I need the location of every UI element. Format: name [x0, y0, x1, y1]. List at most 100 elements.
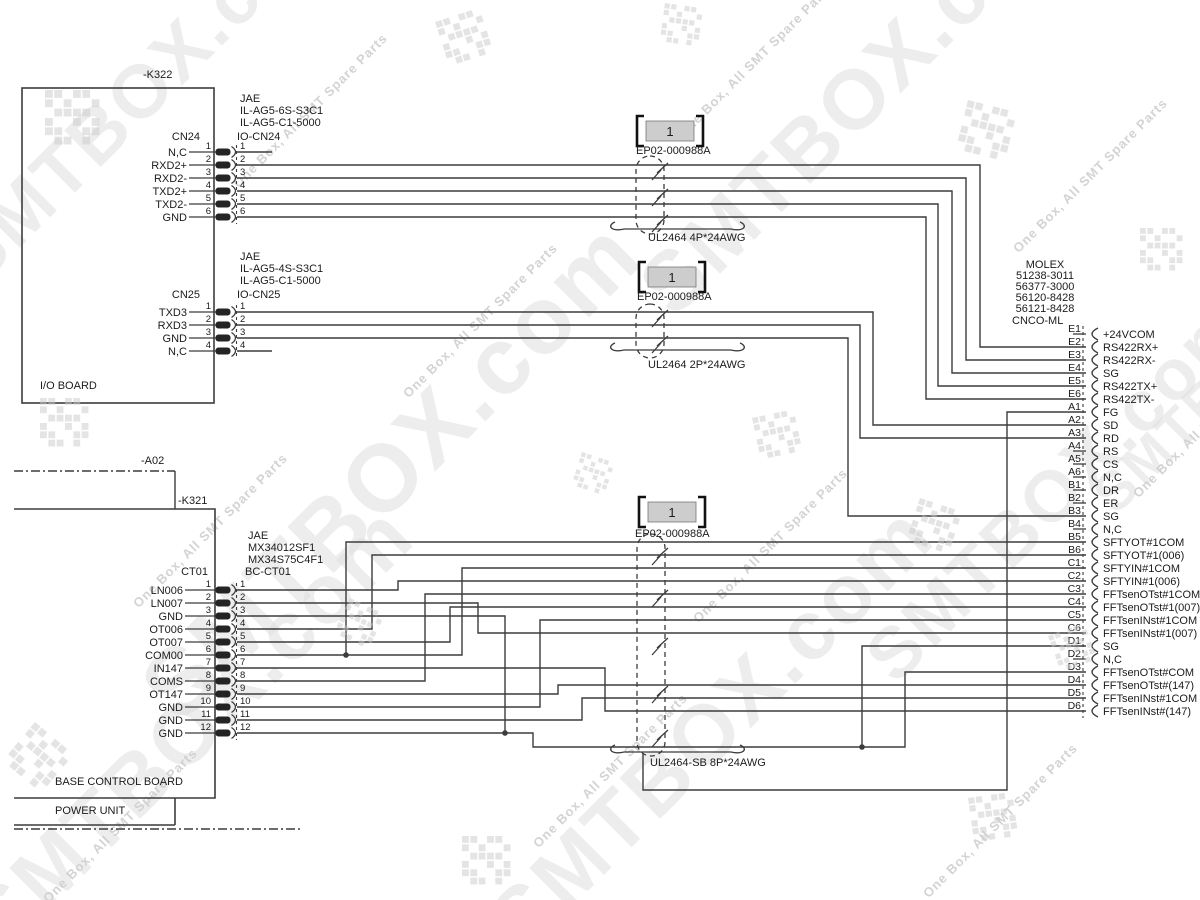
pin-signal-label: N,C	[168, 346, 187, 358]
pin-number-left: 3	[206, 605, 211, 616]
pin-socket-icon	[1091, 561, 1099, 575]
pin-contact-icon	[215, 200, 231, 208]
pin-signal-label: SG	[1103, 511, 1119, 523]
shield-hook-right	[730, 342, 745, 352]
pin-number-left: 5	[206, 193, 211, 204]
pin-id-label: C4	[1068, 596, 1082, 608]
pin-id-label: A6	[1068, 466, 1081, 478]
cable-id-tag	[637, 260, 707, 294]
cable3-spec-label: UL2464-SB 8P*24AWG	[650, 757, 766, 769]
cable-id-tag	[635, 114, 705, 148]
qr-watermark-icon	[462, 836, 511, 885]
pin-signal-label: GND	[159, 611, 184, 623]
watermark-qr-layer	[8, 3, 1183, 885]
ct01-mating-name: BC-CT01	[245, 566, 291, 578]
pin-number-left: 1	[206, 579, 211, 590]
wire	[237, 190, 1086, 374]
qr-watermark-icon	[660, 3, 703, 46]
qr-watermark-icon	[40, 398, 89, 447]
pin-socket-icon	[1091, 522, 1099, 536]
pin-contact-icon	[215, 638, 231, 646]
wire	[861, 645, 1086, 747]
qr-watermark-icon	[435, 10, 492, 64]
pin-signal-label: FFTsenINst#1COM	[1103, 615, 1197, 627]
pin-number-left: 3	[206, 167, 211, 178]
pin-socket-icon	[231, 648, 237, 662]
qr-watermark-icon	[968, 792, 1018, 841]
pin-signal-label: N,C	[1103, 524, 1122, 536]
pin-number-left: 11	[201, 709, 211, 720]
pin-number-right: 6	[240, 644, 245, 655]
pin-signal-label: FFTsenINst#(147)	[1103, 706, 1191, 718]
bracket-left-icon	[637, 495, 646, 529]
molex-pn3: 56120-8428	[1015, 292, 1075, 304]
ct01-maker-pn2: MX34S75C4F1	[248, 554, 324, 566]
pin-contact-icon	[215, 625, 231, 633]
cable3-part-label: EP02-000988A	[635, 528, 710, 540]
bracket-right-icon	[698, 260, 707, 294]
wire	[237, 337, 1086, 517]
cable-shield-oval	[635, 303, 665, 359]
pin-signal-label: SFTYOT#1(006)	[1103, 550, 1184, 562]
pin-number-right: 5	[240, 631, 245, 642]
pin-socket-icon	[1091, 431, 1099, 445]
board-ref-k321: -K321	[178, 495, 208, 507]
junction-dot	[343, 652, 349, 658]
pin-socket-icon	[231, 331, 237, 345]
pin-socket-icon	[231, 674, 237, 688]
cn24-maker-pn1: IL-AG5-6S-S3C1	[240, 105, 324, 117]
pin-signal-label: RXD2+	[151, 160, 187, 172]
pin-number-right: 1	[240, 301, 245, 312]
pin-number-right: 6	[240, 206, 245, 217]
cable2-part-label: EP02-000988A	[637, 291, 712, 303]
pin-signal-label: FFTsenINst#1(007)	[1103, 628, 1197, 640]
pin-number-left: 12	[200, 722, 211, 733]
wires	[237, 151, 1086, 791]
pin-contact-icon	[215, 729, 231, 737]
pin-number-left: 2	[206, 314, 211, 325]
pin-socket-icon	[1091, 353, 1099, 367]
pin-contact-icon	[215, 677, 231, 685]
pin-socket-icon	[1091, 704, 1099, 718]
pin-number-left: 4	[206, 180, 211, 191]
cable-shield-oval	[636, 533, 666, 757]
wire	[237, 667, 1086, 712]
wire	[237, 311, 1086, 426]
pin-signal-label: OT007	[149, 637, 183, 649]
pin-signal-label: RS422RX+	[1103, 342, 1158, 354]
pin-signal-label: ER	[1103, 498, 1118, 510]
cn24-maker: JAE	[240, 93, 261, 105]
pin-signal-label: SFTYIN#1COM	[1103, 563, 1180, 575]
power-unit-label: POWER UNIT	[55, 805, 126, 817]
pin-socket-icon	[1091, 613, 1099, 627]
pin-socket-icon	[231, 687, 237, 701]
pin-contact-icon	[215, 213, 231, 221]
pin-number-left: 5	[206, 631, 211, 642]
wire	[237, 606, 1086, 643]
pin-signal-label: SD	[1103, 420, 1118, 432]
pin-id-label: A4	[1068, 440, 1081, 452]
pin-socket-icon	[1091, 678, 1099, 692]
pin-signal-label: TXD2+	[152, 186, 187, 198]
pin-contact-icon	[215, 321, 231, 329]
shield-hook-right	[730, 221, 745, 231]
pin-signal-label: SFTYOT#1COM	[1103, 537, 1184, 549]
wire	[346, 567, 1086, 656]
wire	[237, 324, 1086, 439]
pin-contact-icon	[215, 174, 231, 182]
shield-hook-left	[610, 744, 625, 754]
pin-socket-icon	[231, 197, 237, 211]
pin-id-label: E2	[1068, 336, 1081, 348]
pin-socket-icon	[1091, 691, 1099, 705]
molex-maker: MOLEX	[1025, 259, 1065, 271]
wire	[237, 580, 1086, 591]
pin-socket-icon	[231, 726, 237, 740]
pin-socket-icon	[231, 609, 237, 623]
pin-contact-icon	[215, 651, 231, 659]
pin-socket-icon	[231, 145, 237, 159]
pin-contact-icon	[215, 161, 231, 169]
pin-socket-icon	[1091, 366, 1099, 380]
cable-id-box	[645, 120, 695, 142]
pin-number-right: 2	[240, 592, 245, 603]
